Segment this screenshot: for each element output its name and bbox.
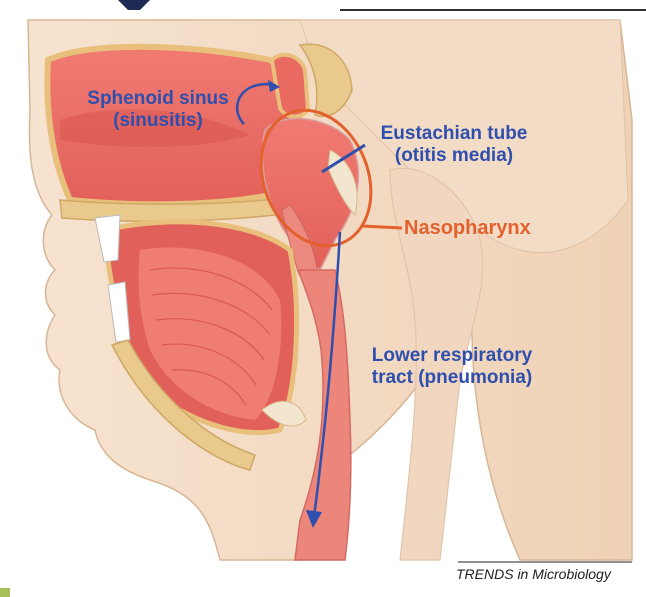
corner-mark: [0, 588, 10, 597]
label-eustachian-line1: Eustachian tube: [364, 123, 544, 145]
label-eustachian-tube: Eustachian tube (otitis media): [364, 123, 544, 167]
top-strip: [0, 0, 646, 14]
label-lower-line1: Lower respiratory: [352, 345, 552, 367]
source-credit: TRENDS in Microbiology: [456, 566, 611, 582]
label-nasopharynx: Nasopharynx: [404, 217, 531, 239]
label-sphenoid-sinus: Sphenoid sinus (sinusitis): [78, 88, 238, 132]
nasopharynx-pointer: [362, 226, 402, 228]
label-sphenoid-line1: Sphenoid sinus: [78, 88, 238, 110]
label-lower-respiratory-tract: Lower respiratory tract (pneumonia): [352, 345, 552, 389]
label-lower-line2: tract (pneumonia): [352, 367, 552, 389]
label-eustachian-line2: (otitis media): [364, 145, 544, 167]
label-sphenoid-line2: (sinusitis): [78, 110, 238, 132]
